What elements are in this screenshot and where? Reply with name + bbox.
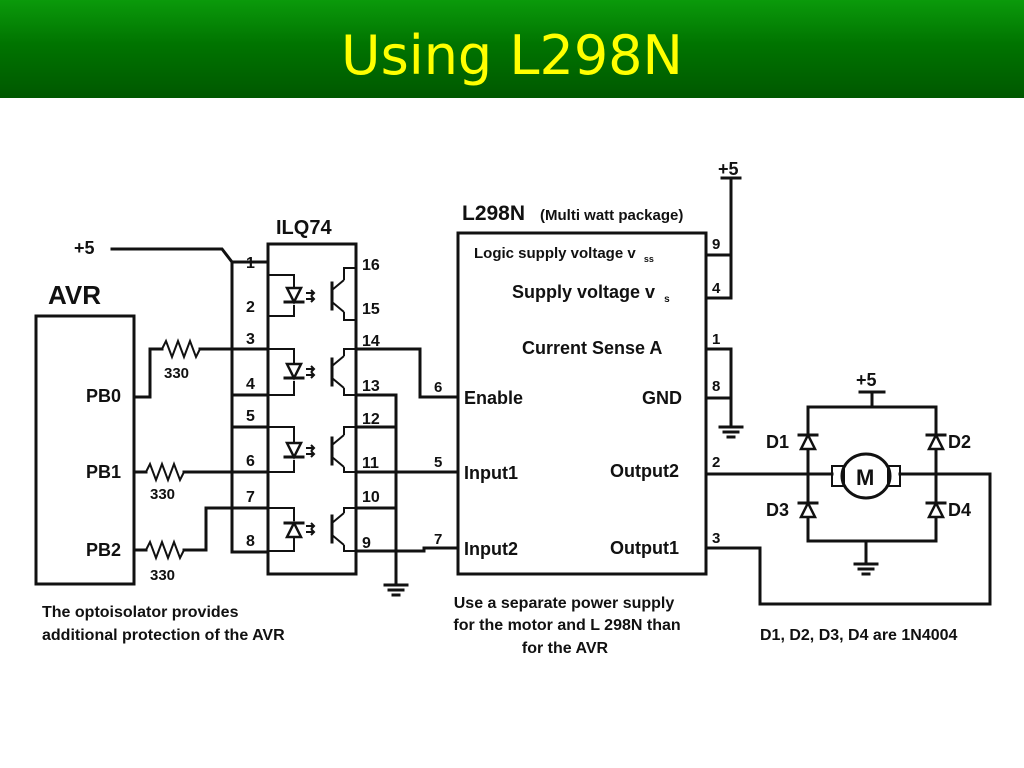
logic-supply-label: Logic supply voltage v — [474, 245, 636, 262]
supply-label: Supply voltage v — [512, 282, 655, 302]
opto-pin: 14 — [362, 333, 380, 350]
opto-pin: 4 — [246, 376, 255, 393]
opto-right-pins: 16 15 14 13 12 11 10 9 — [362, 257, 380, 552]
ground-icon — [718, 425, 744, 439]
supply-note-line: Use a separate power supply — [454, 595, 675, 612]
logic-supply-sub: ss — [644, 254, 654, 264]
output2-label: Output2 — [610, 461, 679, 481]
driver-pin: 7 — [434, 531, 442, 548]
enable-label: Enable — [464, 388, 523, 408]
diode-d2 — [925, 433, 947, 451]
opto-pin: 2 — [246, 299, 255, 316]
gnd-label: GND — [642, 388, 682, 408]
resistor-pb2: 330 — [132, 506, 270, 584]
resistor-value: 330 — [150, 486, 175, 503]
opto-note-line: additional protection of the AVR — [42, 627, 285, 644]
input2-label: Input2 — [464, 539, 518, 559]
opto-pin: 12 — [362, 411, 380, 428]
svg-text:Logic supply voltage v ss: Logic supply voltage v ss — [474, 245, 654, 264]
driver-pin: 8 — [712, 378, 720, 395]
motor-label: M — [856, 465, 874, 490]
diode-d1 — [797, 433, 819, 451]
diode-label: D4 — [948, 500, 971, 520]
resistor-pb0: 330 — [132, 338, 270, 399]
avr-box — [34, 314, 136, 586]
diode-note: D1, D2, D3, D4 are 1N4004 — [760, 627, 958, 644]
circuit-schematic: AVR PB0 PB1 PB2 +5 ILQ74 1 2 3 4 5 6 7 8… — [34, 159, 992, 657]
slide-title: Using L298N — [341, 24, 683, 87]
opto-channel-2 — [268, 348, 356, 396]
opto-channel-1 — [268, 267, 356, 321]
opto-common-rail — [230, 260, 270, 554]
opto-pin: 3 — [246, 331, 255, 348]
diode-d3 — [797, 501, 819, 519]
motor: M — [831, 452, 901, 500]
driver-pin: 4 — [712, 280, 721, 297]
driver-package: (Multi watt package) — [540, 207, 683, 224]
driver-pin: 5 — [434, 454, 442, 471]
opto-pin: 8 — [246, 533, 255, 550]
opto-channel-4 — [268, 507, 356, 552]
diode-label: D2 — [948, 432, 971, 452]
supply-sub: s — [664, 294, 670, 305]
input1-label: Input1 — [464, 463, 518, 483]
diode-d4 — [925, 501, 947, 519]
opto-pin: 6 — [246, 453, 255, 470]
supply-note-line: for the AVR — [522, 640, 609, 657]
driver-supply-label: +5 — [718, 159, 739, 179]
opto-note-line: The optoisolator provides — [42, 604, 239, 621]
driver-pin: 1 — [712, 331, 720, 348]
opto-pin: 5 — [246, 408, 255, 425]
driver-label: L298N — [462, 202, 525, 225]
opto-pin: 16 — [362, 257, 380, 274]
opto-left-pins: 1 2 3 4 5 6 7 8 — [246, 255, 255, 550]
resistor-value: 330 — [164, 365, 189, 382]
title-bar: Using L298N — [0, 0, 1024, 98]
driver-pin: 2 — [712, 454, 720, 471]
resistor-value: 330 — [150, 567, 175, 584]
driver-pin: 6 — [434, 379, 442, 396]
opto-pin: 10 — [362, 489, 380, 506]
opto-pin: 1 — [246, 255, 255, 272]
current-sense-label: Current Sense A — [522, 338, 662, 358]
opto-pin: 15 — [362, 301, 380, 318]
diode-label: D3 — [766, 500, 789, 520]
ground-icon — [383, 583, 409, 597]
diode-label: D1 — [766, 432, 789, 452]
driver-pin: 9 — [712, 236, 720, 253]
opto-label: ILQ74 — [276, 217, 332, 239]
opto-pin: 11 — [362, 455, 379, 472]
avr-label: AVR — [48, 280, 101, 310]
opto-channel-3 — [268, 426, 356, 473]
optoisolator-box — [266, 242, 358, 576]
driver-pin: 3 — [712, 530, 720, 547]
l298n-box — [456, 231, 708, 576]
opto-pin: 7 — [246, 489, 255, 506]
resistor-pb1: 330 — [132, 461, 270, 503]
supply-note-line: for the motor and L 298N than — [453, 617, 680, 634]
opto-supply-label: +5 — [74, 238, 95, 258]
opto-pin: 9 — [362, 535, 371, 552]
avr-pin-pb0: PB0 — [86, 386, 121, 406]
opto-pin: 13 — [362, 378, 380, 395]
ground-icon — [853, 562, 879, 576]
bridge-supply-label: +5 — [856, 370, 877, 390]
avr-pin-pb2: PB2 — [86, 540, 121, 560]
avr-pin-pb1: PB1 — [86, 462, 121, 482]
output1-label: Output1 — [610, 538, 679, 558]
svg-text:Supply voltage v s: Supply voltage v s — [512, 282, 670, 305]
